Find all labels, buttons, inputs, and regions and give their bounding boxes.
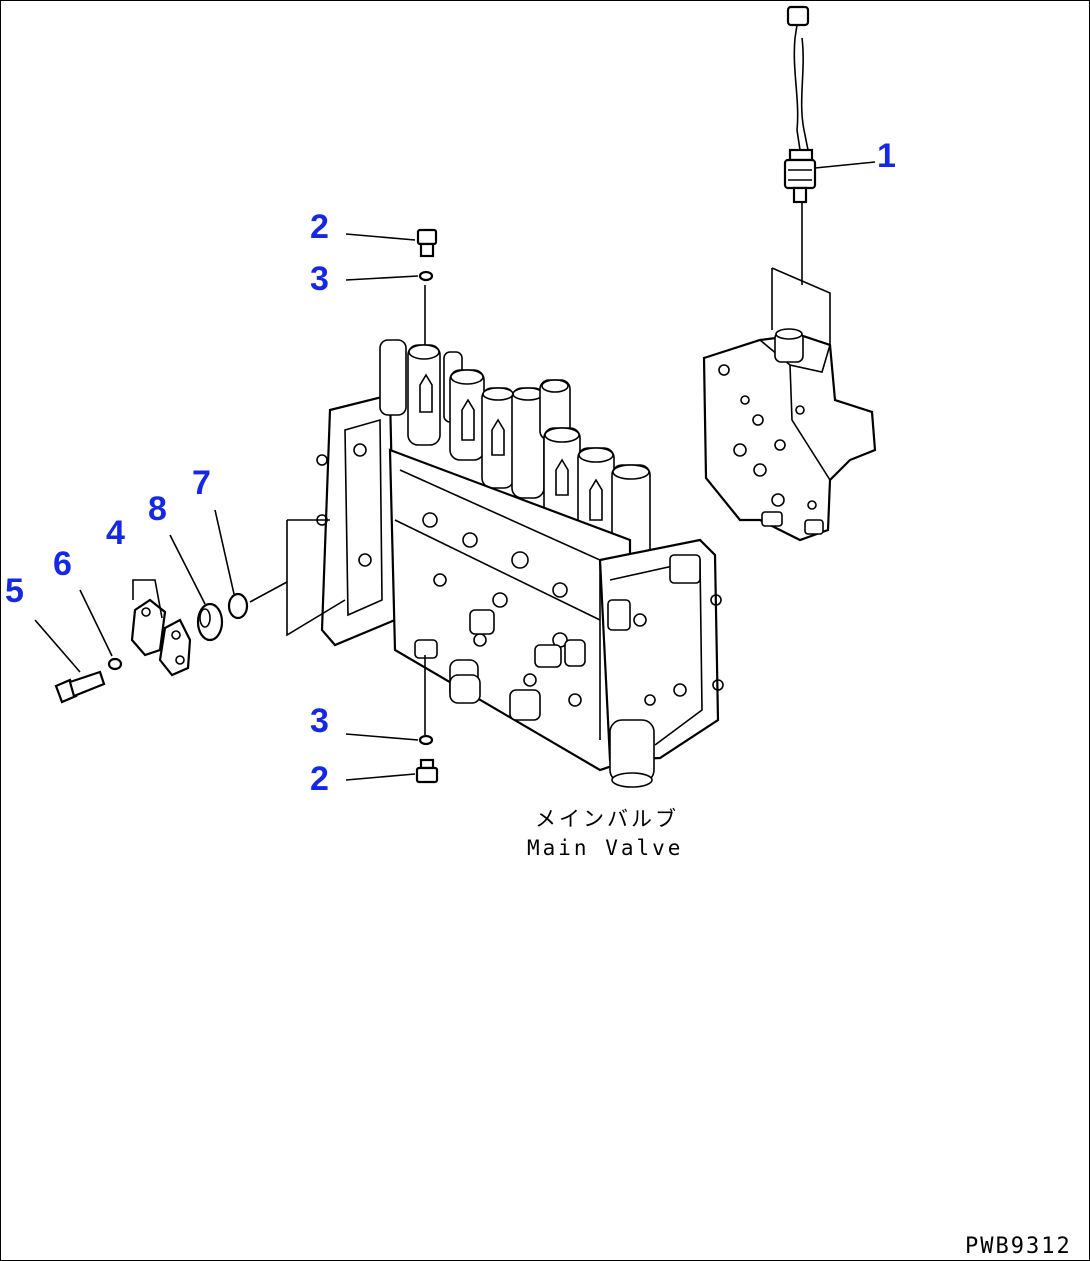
callout-7: 7: [192, 464, 211, 502]
callout-3-bottom: 3: [310, 702, 329, 740]
drawing-code: PWB9312: [965, 1234, 1072, 1259]
flange-plate: [196, 602, 224, 642]
plug-top: [416, 228, 438, 258]
callout-6: 6: [53, 545, 72, 583]
split-flange: [130, 598, 192, 677]
washer: [107, 657, 123, 671]
callout-4: 4: [106, 514, 125, 552]
sensor-thread: [792, 186, 808, 204]
sensor-nut: [788, 148, 814, 162]
caption-japanese: メインバルブ: [535, 807, 679, 831]
callout-8: 8: [148, 490, 167, 528]
callout-3-top: 3: [310, 260, 329, 298]
spool-caps: [379, 339, 651, 566]
o-ring-bottom: [418, 734, 434, 746]
main-valve-body: [316, 339, 724, 788]
sensor-wire: [793, 37, 801, 151]
callout-1: 1: [877, 137, 896, 175]
callout-5: 5: [5, 572, 24, 610]
sensor-connector: [786, 5, 810, 27]
bolt: [54, 670, 106, 704]
callout-2-top: 2: [310, 208, 329, 246]
sensor-body: [783, 158, 817, 190]
o-ring-flange: [227, 592, 249, 620]
caption-english: Main Valve: [527, 836, 683, 860]
o-ring-top: [418, 270, 434, 282]
callout-2-bottom: 2: [310, 760, 329, 798]
side-block-body: [702, 333, 877, 542]
side-valve-block: [702, 267, 877, 542]
plug-bottom: [415, 758, 439, 784]
pressure-sensor-assembly: [783, 5, 817, 285]
